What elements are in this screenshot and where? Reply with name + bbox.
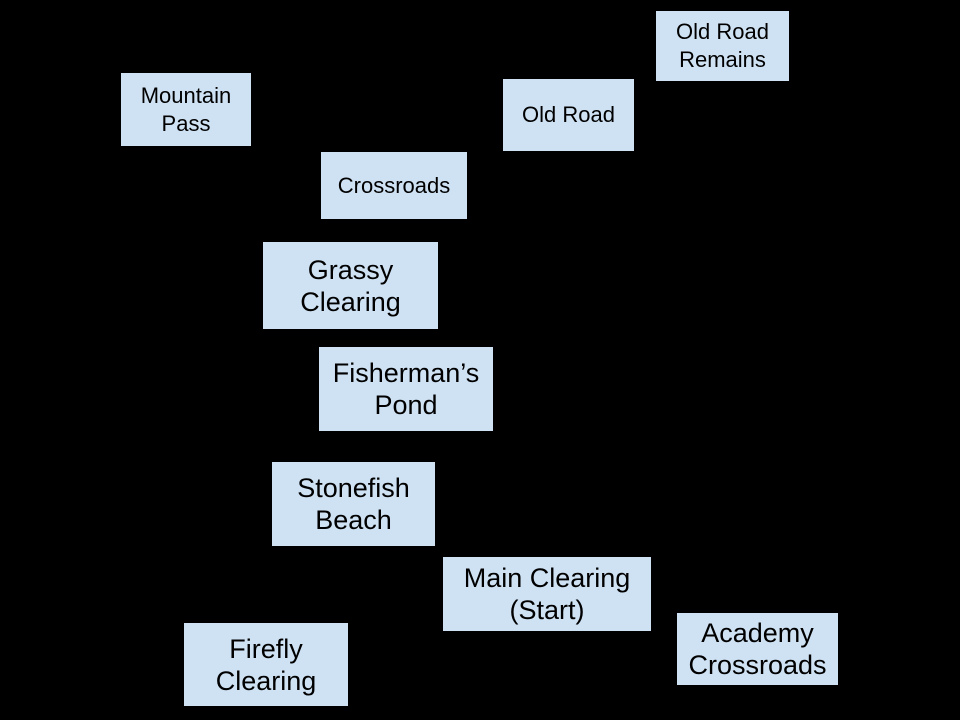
node-label-line: Firefly <box>229 633 303 664</box>
node-label-line: (Start) <box>509 595 585 625</box>
node-crossroads: Crossroads <box>321 152 467 219</box>
node-label-line: Old Road <box>522 102 615 127</box>
node-main-clearing-start: Main Clearing(Start) <box>443 557 651 631</box>
node-label-line: Mountain <box>140 82 232 108</box>
node-label-line: Clearing <box>215 665 317 696</box>
node-label-line: Fisherman’s <box>332 358 480 388</box>
node-label-line: Academy <box>701 618 814 648</box>
node-label-line: Grassy <box>307 254 394 285</box>
node-label-line: Stonefish <box>297 473 410 503</box>
node-label-line: Remains <box>679 47 766 72</box>
node-label-line: Beach <box>315 505 392 535</box>
node-old-road: Old Road <box>503 79 634 151</box>
node-label-line: Crossroads <box>337 172 451 198</box>
node-label-line: Main Clearing <box>463 563 631 593</box>
node-label-line: Clearing <box>300 286 401 317</box>
node-label-line: Pond <box>374 390 438 420</box>
node-label-line: Pass <box>161 110 211 136</box>
node-label-line: Crossroads <box>688 650 827 680</box>
node-label-line: Old Road <box>676 19 769 44</box>
